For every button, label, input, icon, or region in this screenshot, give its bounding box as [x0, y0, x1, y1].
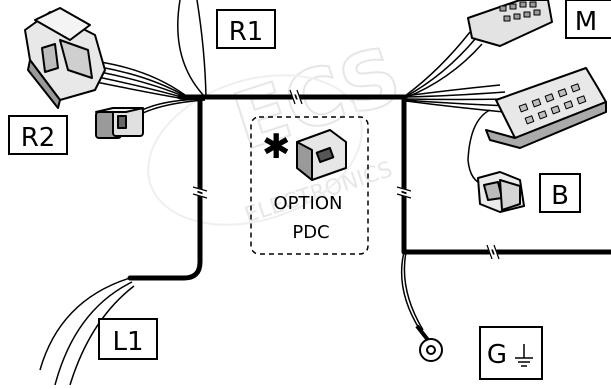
- option-line1: OPTION: [274, 193, 343, 214]
- label-m-text: M: [575, 7, 597, 37]
- connector-r2-large: [24, 7, 106, 109]
- label-l1: L1: [98, 318, 158, 360]
- label-l1-text: L1: [112, 327, 143, 357]
- label-g: G: [479, 326, 543, 380]
- label-b: B: [539, 173, 581, 213]
- label-r2-text: R2: [21, 123, 56, 153]
- thin-wires: [39, 0, 516, 386]
- option-pdc-box: ✱ OPTION PDC: [250, 116, 369, 255]
- ground-ring-terminal: [415, 324, 443, 362]
- ground-symbol-icon: [515, 344, 533, 367]
- label-r2: R2: [8, 115, 68, 155]
- connector-m-large: [485, 67, 607, 149]
- label-g-text: G: [487, 340, 507, 370]
- option-asterisk: ✱: [262, 127, 291, 167]
- connector-r2-small: [95, 107, 144, 139]
- label-m: M: [565, 0, 611, 39]
- label-b-text: B: [551, 181, 569, 211]
- label-r1-text: R1: [229, 17, 264, 47]
- option-line2: PDC: [292, 222, 329, 243]
- connector-b: [477, 171, 525, 213]
- pdc-connector: [296, 129, 347, 181]
- break-marks-outline: [192, 89, 500, 260]
- label-r1: R1: [216, 9, 276, 49]
- connector-m-small: [467, 0, 553, 47]
- break-marks: [193, 89, 500, 260]
